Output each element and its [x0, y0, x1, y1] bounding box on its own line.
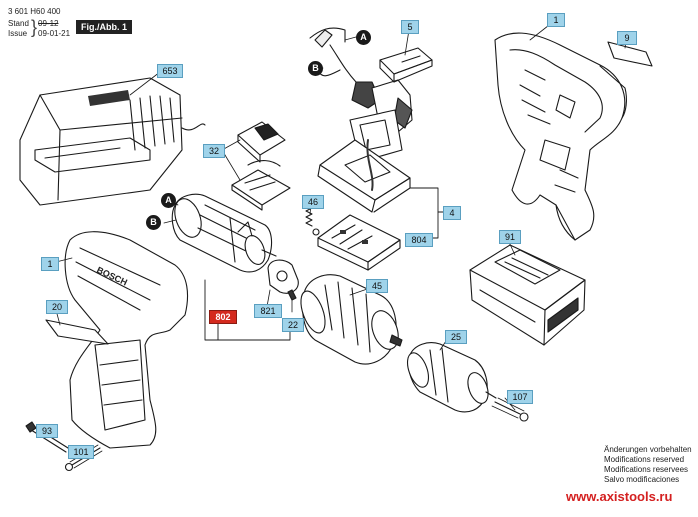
circuit-board-part	[317, 214, 401, 271]
housing-left-part: BOSCH	[64, 231, 189, 449]
chuck-screw-part	[491, 397, 529, 422]
gearbox-part	[300, 274, 403, 365]
label-plate-part	[45, 319, 109, 345]
callout-5: 5	[401, 20, 419, 34]
reference-marker-a: A	[356, 30, 371, 45]
callout-91: 91	[499, 230, 521, 244]
callout-1-left: 1	[41, 257, 59, 271]
reference-marker-a-motor: A	[161, 193, 176, 208]
callout-93: 93	[36, 424, 58, 438]
callout-4: 4	[443, 206, 461, 220]
notice-line-es: Salvo modificaciones	[604, 475, 680, 484]
callout-25: 25	[445, 330, 467, 344]
motor-plate-part	[267, 259, 299, 301]
label-sticker-part	[607, 41, 653, 67]
figure-label: Fig./Abb. 1	[76, 20, 132, 34]
stand-label: Stand	[8, 19, 29, 28]
issue-value: 09-01-21	[38, 29, 71, 38]
doc-number: 3 601 H60 400	[8, 7, 61, 16]
reference-marker-b: B	[308, 61, 323, 76]
callout-46: 46	[302, 195, 324, 209]
issue-label: Issue	[8, 29, 28, 38]
notice-line-en: Modifications reserved	[604, 455, 685, 464]
housing-half-part	[494, 32, 627, 241]
website-link[interactable]: www.axistools.ru	[566, 489, 673, 504]
callout-1-top: 1	[547, 13, 565, 27]
stand-value: 09-12	[38, 19, 59, 28]
callout-22: 22	[282, 318, 304, 332]
callout-45: 45	[366, 279, 388, 293]
callout-804: 804	[405, 233, 433, 247]
callout-101: 101	[68, 445, 94, 459]
brace-glyph: }	[31, 17, 38, 37]
callout-32: 32	[203, 144, 225, 158]
callout-653: 653	[157, 64, 183, 78]
modification-notice: Änderungen vorbehalten Modifications res…	[604, 445, 692, 485]
chuck-part	[406, 342, 497, 413]
callout-107: 107	[507, 390, 533, 404]
notice-line-de: Änderungen vorbehalten	[604, 445, 692, 454]
group-bracket-4	[409, 187, 446, 239]
callout-802: 802	[209, 310, 237, 324]
notice-line-fr: Modifications reservees	[604, 465, 689, 474]
spring-part	[305, 204, 320, 236]
callout-20: 20	[46, 300, 68, 314]
reference-marker-b-motor: B	[146, 215, 161, 230]
motor-part	[171, 193, 277, 273]
direction-switch-part	[231, 121, 291, 211]
callout-9: 9	[617, 31, 637, 45]
switch-button-part	[379, 47, 433, 83]
battery-part	[469, 244, 586, 346]
charger-part: BOSCH	[19, 77, 206, 206]
callout-821: 821	[254, 304, 282, 318]
